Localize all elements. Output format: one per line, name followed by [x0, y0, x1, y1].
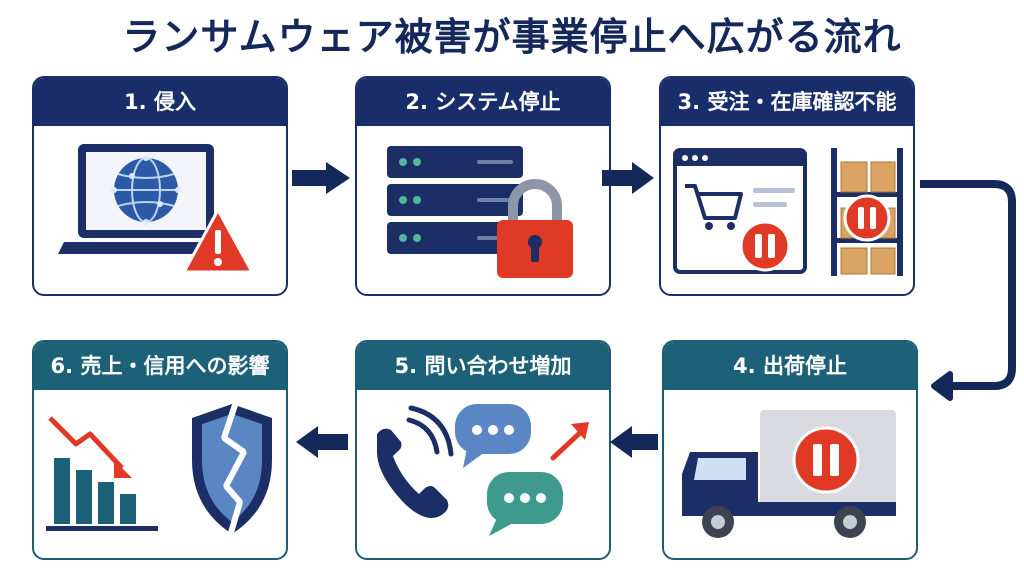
- order-inventory-stop-icon: [673, 148, 903, 276]
- step-2-label: 2. システム停止: [357, 78, 609, 126]
- truck-stop-icon: [682, 410, 896, 538]
- step-card-6: 6. 売上・信用への影響: [32, 340, 288, 560]
- step-card-5: 5. 問い合わせ増加: [355, 340, 611, 560]
- step-4-label: 4. 出荷停止: [664, 342, 916, 390]
- step-5-label: 5. 問い合わせ増加: [357, 342, 609, 390]
- step-3-label: 3. 受注・在庫確認不能: [661, 78, 913, 126]
- arrow-4-to-5: [610, 426, 658, 458]
- laptop-globe-warning-icon: [58, 144, 254, 274]
- step-card-2: 2. システム停止: [355, 76, 611, 296]
- sales-decline-broken-shield-icon: [46, 401, 272, 537]
- phone-chat-increase-icon: [377, 404, 589, 536]
- arrow-5-to-6: [296, 426, 348, 458]
- step-card-1: 1. 侵入: [32, 76, 288, 296]
- step-6-label: 6. 売上・信用への影響: [34, 342, 286, 390]
- arrow-1-to-2: [292, 162, 350, 194]
- step-card-4: 4. 出荷停止: [662, 340, 918, 560]
- step-card-3: 3. 受注・在庫確認不能: [659, 76, 915, 296]
- arrow-3-to-4: [920, 180, 1016, 401]
- diagram-title: ランサムウェア被害が事業停止へ広がる流れ: [122, 15, 902, 59]
- arrow-2-to-3: [602, 162, 654, 194]
- server-lock-icon: [387, 146, 573, 278]
- step-1-label: 1. 侵入: [34, 78, 286, 126]
